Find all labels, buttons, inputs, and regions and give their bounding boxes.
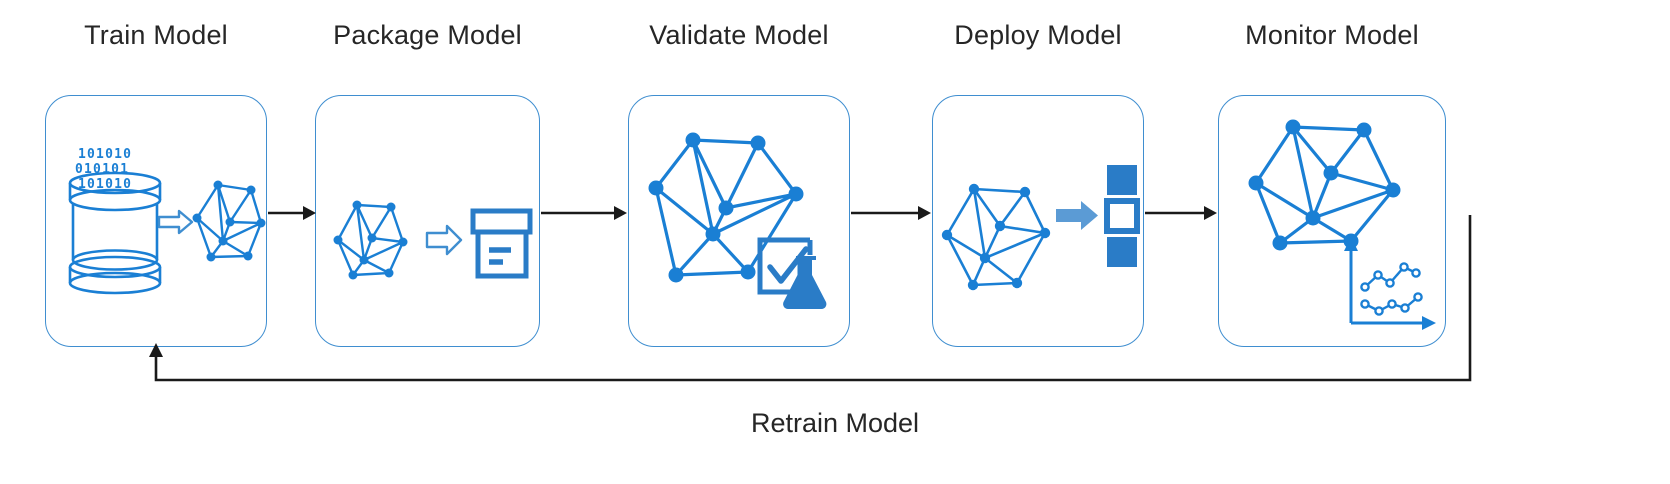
svg-text:101010: 101010 — [78, 177, 132, 192]
stacked-squares-icon — [1104, 165, 1140, 267]
flask-icon — [783, 256, 827, 309]
hollow-arrow-right-icon — [425, 224, 463, 256]
stage-card-package[interactable] — [315, 95, 540, 347]
neural-network-icon — [941, 183, 1051, 291]
line-chart-icon — [1344, 237, 1436, 330]
connector-deploy-to-monitor — [1145, 206, 1217, 220]
hollow-arrow-right-icon — [157, 209, 194, 235]
neural-network-icon — [192, 180, 266, 262]
package-model-illustration — [333, 200, 533, 280]
stage-title-train: Train Model — [84, 20, 228, 50]
solid-arrow-right-icon — [1056, 201, 1098, 230]
validate-model-illustration — [648, 132, 827, 309]
connector-package-to-validate — [541, 206, 627, 220]
svg-text:101010: 101010 — [78, 147, 132, 162]
deploy-model-illustration — [941, 165, 1140, 291]
stage-title-validate: Validate Model — [649, 20, 829, 50]
stage-title-deploy: Deploy Model — [954, 20, 1122, 50]
stage-title-package: Package Model — [333, 20, 522, 50]
retrain-feedback-arrow — [149, 215, 1472, 382]
binary-digits-icon: 101010 010101 101010 — [75, 147, 132, 192]
neural-network-icon — [333, 200, 408, 280]
train-model-illustration: 101010 010101 101010 — [68, 147, 266, 295]
retrain-loop-label: Retrain Model — [750, 408, 920, 438]
neural-network-icon — [648, 132, 804, 283]
stage-title-monitor: Monitor Model — [1245, 20, 1419, 50]
monitor-model-illustration — [1248, 119, 1436, 330]
connector-train-to-package — [268, 206, 316, 220]
package-box-icon — [470, 208, 533, 279]
connector-validate-to-deploy — [851, 206, 931, 220]
database-cylinder-icon — [68, 171, 162, 295]
